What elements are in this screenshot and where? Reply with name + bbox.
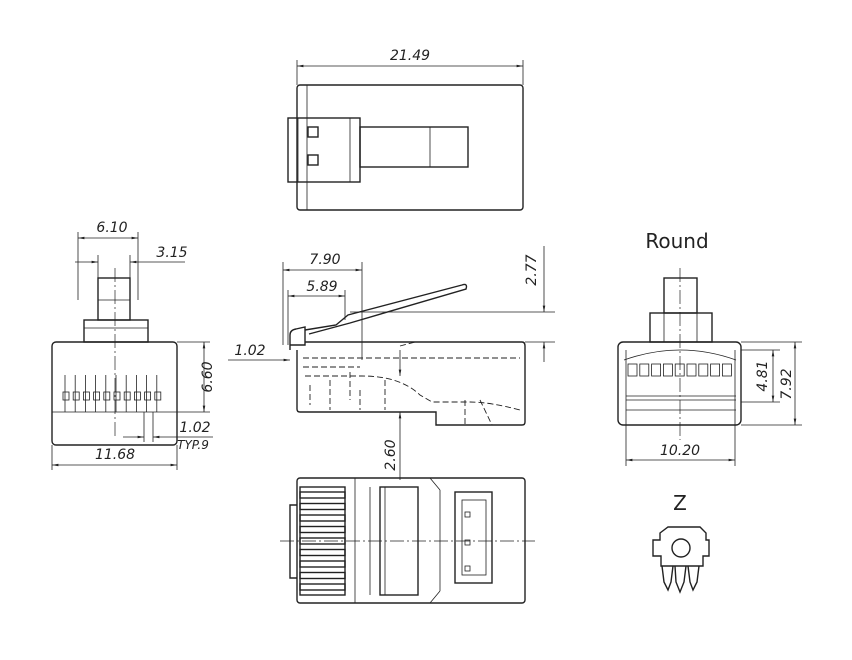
contact-blade [299, 525, 346, 534]
round-contact [686, 363, 697, 377]
z-view: Z [652, 491, 710, 594]
contact-blade [299, 571, 346, 580]
z-title: Z [673, 491, 687, 515]
front-view: 6.10 3.15 6.60 1.02 TYP.9 11.68 [51, 220, 216, 470]
dim-7-90: 7.90 [309, 252, 340, 268]
bottom-view [280, 477, 535, 604]
dim-21-49: 21.49 [390, 48, 430, 64]
pitch-note: TYP.9 [177, 438, 209, 452]
dim-2-77: 2.77 [524, 254, 540, 285]
round-contact [639, 363, 650, 377]
contact-blade [299, 548, 346, 557]
dim-11-68: 11.68 [95, 447, 135, 463]
contact-pin-head [62, 391, 70, 401]
contact-pin-head [83, 391, 90, 401]
round-contact [627, 363, 638, 377]
dim-5-89: 5.89 [306, 279, 337, 295]
round-contact [663, 363, 673, 377]
round-contact [710, 363, 720, 377]
round-contact [651, 363, 661, 377]
dim-7-92: 7.92 [779, 368, 795, 399]
contact-pin-head [72, 391, 80, 401]
dim-1-02-side: 1.02 [234, 343, 265, 359]
dim-4-81: 4.81 [755, 360, 771, 391]
contact-blade [299, 502, 346, 511]
contact-pin-head [144, 391, 152, 401]
round-contact [698, 363, 709, 377]
contact-pin-head [113, 391, 121, 401]
contact-pin-head [133, 391, 141, 401]
contact-blade [299, 491, 346, 499]
side-view: 7.90 5.89 2.77 1.02 2.60 [228, 246, 555, 480]
contact-pin-head [93, 391, 100, 401]
round-view: Round 4.81 7.92 10.20 [617, 229, 802, 466]
dim-6-10: 6.10 [96, 220, 127, 236]
contact-pin-head [123, 391, 131, 401]
dim-6-60: 6.60 [200, 361, 216, 392]
dim-3-15: 3.15 [156, 245, 187, 261]
contact-pin-head [103, 391, 111, 401]
round-contact [722, 363, 732, 377]
contact-blade [299, 537, 346, 545]
round-title: Round [645, 229, 708, 253]
dim-10-20: 10.20 [660, 443, 700, 459]
dim-1-02-pitch: 1.02 [179, 420, 210, 436]
contact-blade [299, 560, 346, 568]
contact-pin-head [154, 391, 162, 401]
contact-blade [299, 583, 346, 591]
top-view: 21.49 [287, 48, 524, 211]
dim-2-60: 2.60 [383, 439, 399, 470]
contact-blade [299, 514, 346, 522]
